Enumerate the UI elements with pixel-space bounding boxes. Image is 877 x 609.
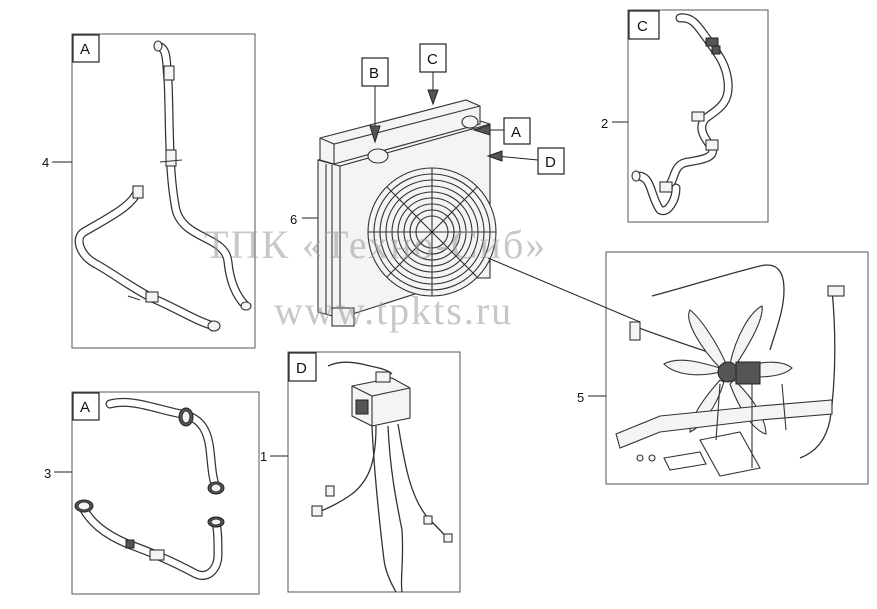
view-tag-d: D	[545, 154, 556, 171]
panel-frame	[627, 9, 769, 223]
tag-box	[72, 34, 100, 63]
tag-box	[537, 147, 565, 175]
tag-box	[288, 352, 317, 382]
watermark-company: ТПК «Техно-Сиб»	[204, 222, 547, 267]
hose-assembly-4	[74, 40, 252, 332]
leader-line	[495, 155, 539, 161]
panel-detail-c-top: C 2	[601, 9, 769, 223]
tag-box	[419, 43, 447, 73]
detail-tag-c: C	[637, 18, 648, 35]
callout-2: 2	[601, 116, 608, 131]
fan-drive-assembly-5	[615, 264, 845, 477]
callout-4: 4	[42, 155, 49, 170]
watermark-url: www.tpkts.ru	[274, 288, 513, 333]
callout-6: 6	[290, 212, 297, 227]
callout-1: 1	[260, 449, 267, 464]
fan-guard	[368, 168, 496, 296]
detail-tag-d: D	[296, 360, 307, 377]
panel-detail-a-top: A 4	[42, 33, 256, 349]
hydraulic-motor	[735, 361, 761, 385]
panel-detail-d-bottom: D 1	[260, 351, 461, 593]
sensor-harness-1	[311, 361, 453, 593]
panel-frame	[71, 33, 256, 349]
callout-5: 5	[577, 390, 584, 405]
panel-frame	[287, 351, 461, 593]
tag-box	[628, 10, 660, 40]
leader-line	[487, 257, 641, 323]
panel-frame	[605, 251, 869, 485]
hose-assembly-2	[631, 13, 733, 216]
tag-box	[503, 117, 531, 145]
hose-assembly-3	[74, 397, 225, 580]
panel-fan-drive: 5	[577, 251, 869, 485]
panel-detail-a-bottom: A 3	[44, 391, 260, 595]
detail-tag-a: A	[80, 399, 90, 416]
tag-box	[72, 392, 100, 421]
view-tag-b: B	[369, 65, 379, 82]
radiator-assembly: 6	[290, 43, 641, 327]
panel-frame	[71, 391, 260, 595]
view-tag-c: C	[427, 51, 438, 68]
detail-tag-a: A	[80, 41, 90, 58]
callout-3: 3	[44, 466, 51, 481]
view-tag-a: A	[511, 124, 521, 141]
